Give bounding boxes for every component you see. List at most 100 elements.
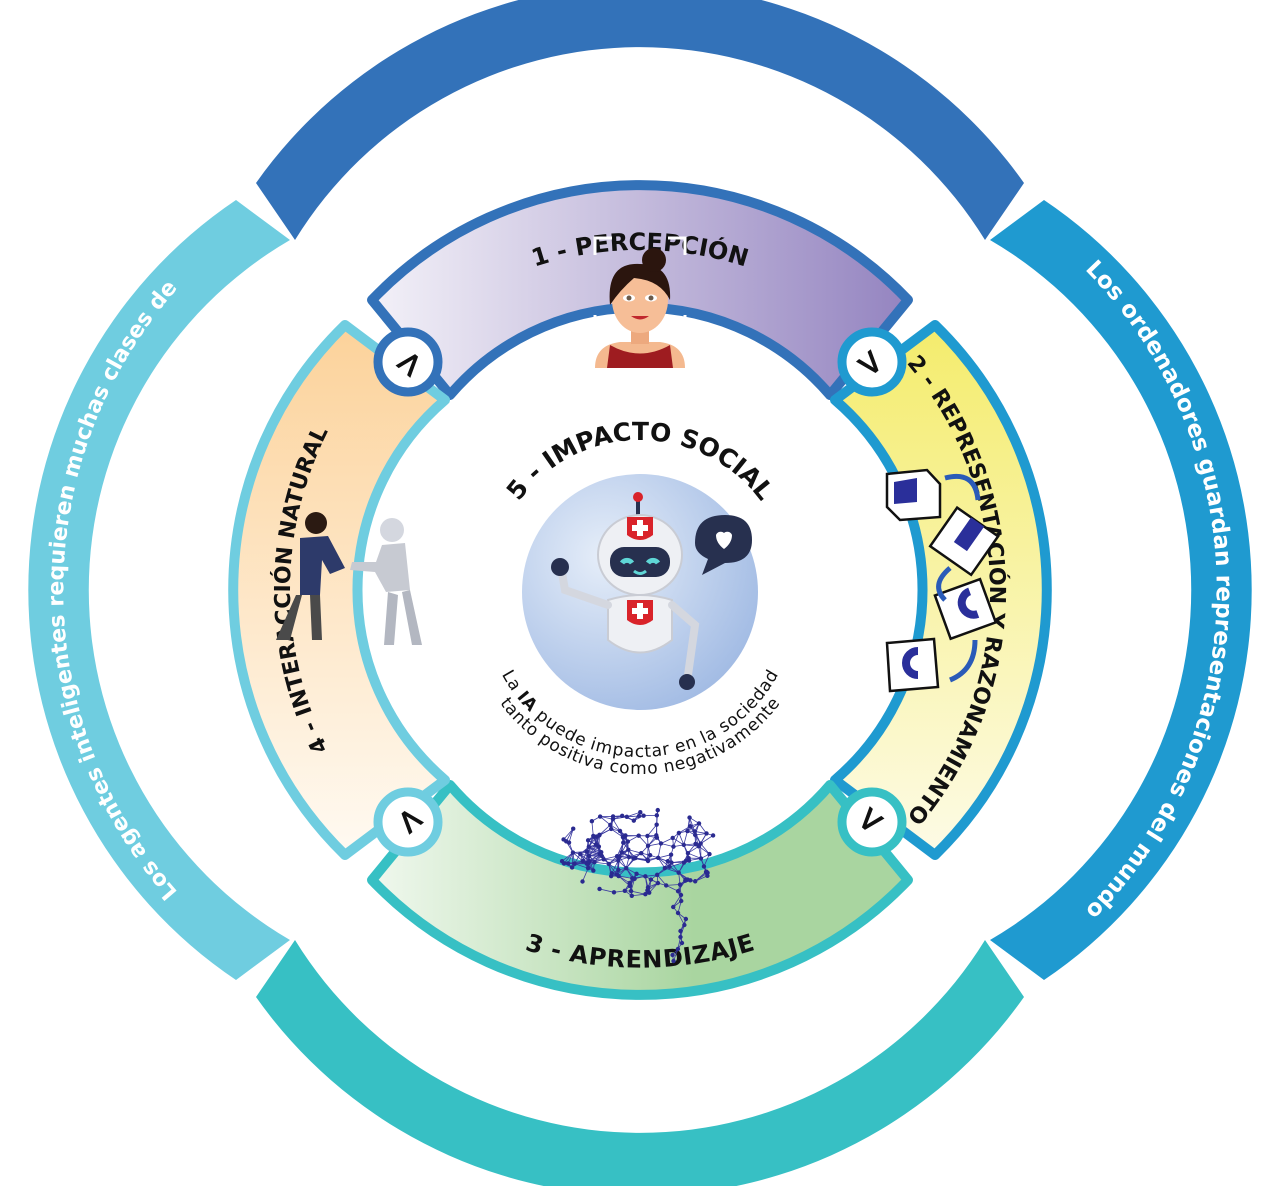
brain-node	[570, 850, 576, 855]
brain-node	[597, 814, 603, 819]
brain-link	[616, 860, 619, 875]
brain-link	[603, 858, 619, 861]
brain-link	[658, 854, 672, 859]
brain-node	[707, 851, 712, 857]
brain-node	[627, 883, 633, 889]
brain-node	[679, 940, 685, 946]
brain-node	[643, 874, 648, 879]
brain-node	[665, 859, 671, 864]
brain-node	[693, 832, 698, 838]
face-recognition-icon	[593, 236, 687, 368]
brain-node	[678, 934, 683, 940]
neural-brain-icon	[559, 807, 716, 964]
connector-top-right: >	[837, 327, 907, 397]
brain-node	[580, 879, 585, 884]
brain-node	[687, 815, 692, 820]
brain-node	[625, 839, 631, 844]
brain-node	[677, 882, 683, 887]
brain-node	[710, 833, 716, 838]
brain-link	[563, 852, 574, 864]
band-left-interaction	[28, 200, 290, 980]
outer-ring	[28, 0, 1252, 1186]
brain-node	[622, 888, 628, 894]
brain-node	[561, 837, 566, 842]
brain-node	[628, 888, 634, 894]
band-right-text-line1: Los ordenadores guardan representaciones…	[1080, 256, 1236, 925]
brain-node	[645, 843, 651, 849]
brain-node	[658, 841, 664, 846]
brain-node	[577, 851, 583, 857]
brain-node	[647, 853, 653, 858]
brain-node	[676, 870, 681, 875]
brain-link	[612, 816, 627, 820]
brain-node	[681, 842, 687, 848]
brain-node	[584, 849, 589, 854]
brain-node	[629, 893, 634, 898]
brain-node	[671, 844, 676, 849]
brain-node	[671, 958, 676, 964]
brain-link	[612, 818, 621, 832]
brain-node	[619, 850, 624, 855]
brain-link	[599, 824, 611, 836]
brain-node	[559, 859, 565, 864]
brain-link	[603, 855, 618, 860]
brain-link	[665, 885, 679, 892]
brain-node	[634, 871, 639, 877]
brain-link	[695, 875, 708, 882]
brain-node	[624, 866, 629, 871]
brain-link	[568, 828, 574, 843]
brain-link	[582, 868, 589, 882]
brain-node	[655, 807, 660, 813]
brain-node	[586, 853, 592, 859]
brain-link	[700, 843, 710, 855]
brain-node	[586, 844, 592, 850]
brain-node	[601, 857, 606, 862]
brain-node	[669, 860, 674, 865]
brain-node	[668, 852, 674, 857]
brain-link	[589, 855, 602, 862]
connector-top-left: >	[373, 327, 443, 397]
brain-link	[683, 844, 690, 859]
brain-node	[616, 858, 621, 863]
brain-node	[597, 886, 602, 892]
brain-link	[631, 893, 646, 897]
brain-node	[621, 840, 626, 845]
medical-robot-icon	[551, 492, 752, 690]
brain-link	[647, 845, 649, 860]
brain-node	[608, 826, 614, 832]
brain-node	[693, 879, 698, 884]
brain-node	[608, 873, 614, 879]
brain-link	[616, 842, 624, 857]
brain-link	[563, 828, 574, 840]
brain-link	[608, 863, 618, 875]
brain-node	[617, 828, 623, 834]
brain-link	[703, 853, 710, 867]
brain-link	[565, 828, 574, 842]
brain-node	[643, 892, 648, 897]
brain-node	[630, 876, 635, 881]
brain-node	[616, 867, 621, 873]
brain-node	[679, 898, 684, 904]
brain-link	[683, 844, 699, 847]
brain-node	[608, 822, 613, 828]
brain-node	[675, 889, 681, 894]
brain-node	[654, 813, 660, 818]
brain-node	[670, 835, 675, 841]
brain-link	[622, 836, 629, 850]
brain-link	[591, 821, 594, 836]
brain-node	[624, 814, 630, 819]
brain-link	[588, 846, 601, 855]
band-bottom-learning	[256, 940, 1024, 1186]
brain-link	[618, 875, 633, 879]
brain-node	[692, 829, 698, 834]
brain-node	[631, 818, 637, 823]
rotating-cubes-icon	[885, 468, 1000, 693]
brain-node	[585, 866, 591, 871]
brain-link	[687, 852, 702, 859]
brain-node	[619, 813, 625, 818]
brain-node	[623, 833, 628, 838]
brain-node	[585, 838, 591, 843]
brain-node	[654, 833, 659, 838]
brain-node	[678, 892, 684, 898]
